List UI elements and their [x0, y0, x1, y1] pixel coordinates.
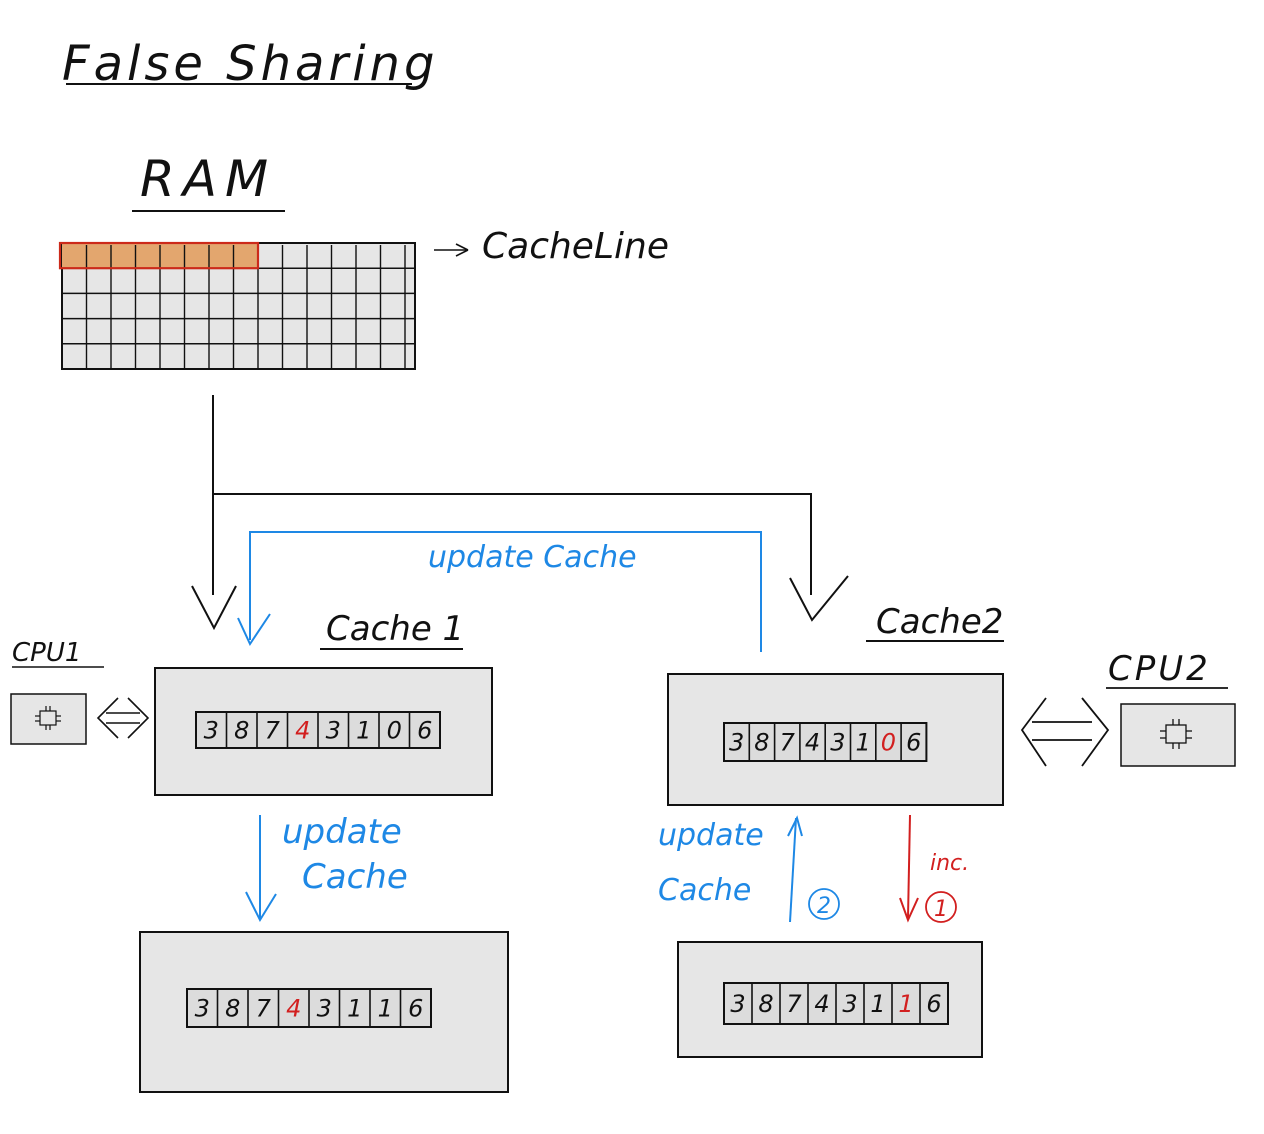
cache-cell-value: 1 — [898, 990, 913, 1018]
cache-cell-value: 0 — [387, 717, 402, 745]
cache-cell-value: 8 — [234, 717, 249, 745]
ram-connectors — [191, 395, 849, 631]
cache-cell-value: 6 — [926, 990, 941, 1018]
cache-cell-value: 1 — [856, 729, 871, 757]
cache-cell-value: 6 — [417, 717, 432, 745]
update-cache-right-line2: Cache — [658, 873, 751, 908]
cache-cell-value: 3 — [730, 990, 745, 1018]
cache-cell-value: 4 — [814, 990, 829, 1018]
update-cache-left-arrow — [245, 815, 277, 923]
cache-cell-value: 7 — [780, 729, 796, 757]
ram-cacheline-outline — [58, 241, 260, 270]
cache-cell-value: 1 — [378, 995, 393, 1023]
cache-cell-value: 3 — [204, 717, 219, 745]
cache-cell-value: 7 — [786, 990, 802, 1018]
cacheline-arrow — [434, 243, 469, 257]
cpu2-label: CPU2 — [1108, 649, 1211, 689]
update-cache-left-line1: update — [282, 812, 402, 852]
cache-cell-value: 3 — [195, 995, 210, 1023]
update-cache-left-line2: Cache — [302, 857, 408, 897]
increment-arrow — [899, 814, 919, 923]
cache-cell-value: 4 — [295, 717, 310, 745]
update-cache-top-arrow — [237, 531, 762, 652]
cache2-label: Cache2 — [876, 602, 1003, 642]
cache1-label: Cache 1 — [326, 609, 464, 649]
cpu-chip-icon — [1160, 719, 1192, 749]
step2-marker: 2 — [808, 888, 840, 920]
cache-cell-value: 8 — [225, 995, 240, 1023]
step1-marker: 1 — [925, 891, 957, 923]
ram-grid — [58, 241, 416, 370]
cache-cell-value: 1 — [347, 995, 362, 1023]
cache-cell-value: 4 — [805, 729, 820, 757]
cache-cell-value: 3 — [729, 729, 744, 757]
cacheline-label: CacheLine — [482, 226, 669, 267]
cache-cell-value: 6 — [906, 729, 921, 757]
cache-cell-value: 1 — [356, 717, 371, 745]
ram-label: RAM — [140, 150, 276, 208]
cache-cell-value: 3 — [317, 995, 332, 1023]
cpu2-bidirectional-arrow — [1020, 697, 1110, 767]
inc-label: inc. — [930, 851, 969, 876]
cache-cell-value: 7 — [265, 717, 281, 745]
update-cache-top-label: update Cache — [428, 540, 637, 575]
cpu1-bidirectional-arrow — [96, 697, 150, 739]
cpu-chip-icon — [35, 706, 61, 730]
cache-cell-value: 6 — [408, 995, 423, 1023]
cache-cell-value: 8 — [754, 729, 769, 757]
cache-cell-value: 7 — [256, 995, 272, 1023]
cache-cell-value: 3 — [842, 990, 857, 1018]
cache-cell-value: 8 — [758, 990, 773, 1018]
cache-cell-value: 4 — [286, 995, 301, 1023]
cache-cell-value: 3 — [830, 729, 845, 757]
cpu1-label: CPU1 — [12, 638, 81, 668]
update-cache-right-arrow — [787, 815, 803, 923]
step2-label: 2 — [817, 894, 831, 919]
update-cache-right-line1: update — [658, 818, 764, 853]
page-title: False Sharing — [62, 36, 438, 92]
cache-cell-value: 3 — [326, 717, 341, 745]
cache-cell-value: 1 — [870, 990, 885, 1018]
step1-label: 1 — [934, 897, 948, 922]
cache-cell-value: 0 — [881, 729, 896, 757]
